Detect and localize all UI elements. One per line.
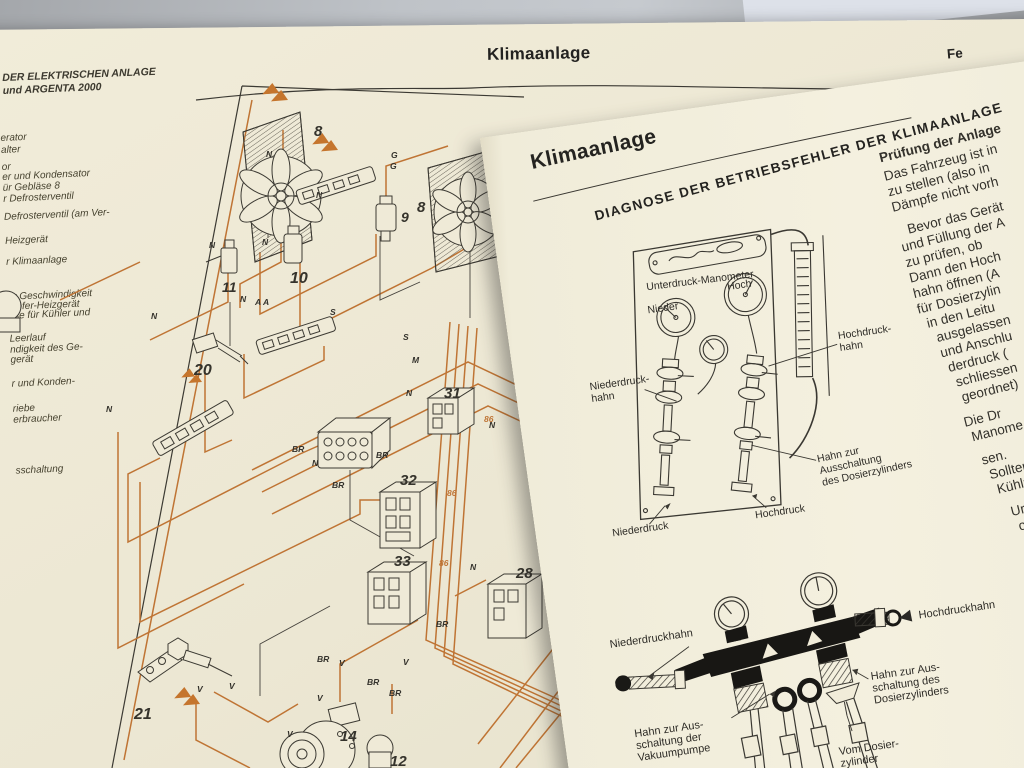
- component-number: 9: [401, 209, 409, 225]
- svg-text:S: S: [330, 307, 336, 317]
- svg-text:N: N: [151, 311, 158, 321]
- diagram-frame: [111, 85, 525, 768]
- connector-28: [486, 573, 544, 639]
- svg-text:V: V: [339, 658, 346, 668]
- svg-text:A: A: [254, 297, 261, 307]
- component-12: [366, 734, 394, 768]
- component-11: [205, 239, 238, 274]
- svg-text:BR: BR: [367, 677, 380, 687]
- component-number: 32: [400, 472, 417, 489]
- svg-text:M: M: [412, 355, 420, 365]
- svg-text:BR: BR: [376, 450, 389, 460]
- page2-paper: Klimaanlage DIAGNOSE DER BETRIEBSFEHLER …: [480, 32, 1024, 768]
- relay-31: [426, 387, 476, 435]
- svg-text:G: G: [390, 161, 397, 171]
- arrow-to-hochdruckhahn: [899, 609, 913, 622]
- svg-text:N: N: [240, 294, 247, 304]
- svg-text:V: V: [317, 693, 324, 703]
- svg-text:N: N: [406, 388, 413, 398]
- manifold-drawing: [615, 572, 913, 768]
- svg-text:V: V: [229, 681, 236, 691]
- component-number: 31: [444, 385, 461, 402]
- valve-stem-right: [730, 354, 778, 493]
- leader-lines: [647, 646, 869, 732]
- connector-strip: [152, 166, 376, 456]
- component-10: [283, 225, 303, 264]
- svg-text:N: N: [106, 404, 113, 414]
- valve-rod-right: [854, 607, 902, 628]
- manometer-panel-diagram: Unterdruck-Manometer Nieder Hoch Niederd…: [568, 185, 958, 609]
- component-14-compressor: [279, 702, 361, 768]
- svg-text:86: 86: [484, 414, 494, 424]
- component-number: 21: [133, 706, 152, 723]
- svg-text:S: S: [403, 332, 409, 342]
- relay-33: [366, 561, 428, 625]
- component-number: 12: [390, 753, 407, 768]
- svg-text:86: 86: [439, 558, 449, 568]
- svg-text:N: N: [209, 240, 216, 250]
- svg-text:N: N: [262, 237, 269, 247]
- manifold-diagram: Niederdruckhahn Hochdruckhahn Hahn zur A…: [601, 523, 1024, 768]
- component-left-edge: [0, 290, 22, 333]
- coupler-left: [733, 682, 769, 713]
- manometer-panel-drawing: [632, 228, 838, 525]
- svg-text:G: G: [391, 150, 398, 160]
- component-number: 11: [222, 279, 237, 295]
- svg-text:BR: BR: [436, 619, 449, 629]
- relay-32: [378, 481, 438, 549]
- svg-text:N: N: [470, 562, 477, 572]
- component-number: 20: [193, 362, 212, 379]
- svg-text:BR: BR: [292, 444, 305, 454]
- svg-text:V: V: [403, 657, 410, 667]
- component-number: 8: [417, 199, 426, 216]
- component-9: [375, 195, 397, 242]
- gauge-small: [699, 334, 729, 365]
- coupler-right: [818, 657, 854, 689]
- page2-rules: [533, 117, 912, 202]
- component-number: 10: [290, 270, 308, 287]
- valve-stem-left: [653, 358, 694, 497]
- ring-fitting: [797, 677, 823, 703]
- component-number: 28: [515, 565, 533, 582]
- svg-text:N: N: [316, 190, 323, 200]
- component-number: 33: [394, 553, 411, 570]
- component-number: 8: [314, 123, 323, 140]
- orange-wires: [59, 99, 626, 768]
- svg-text:V: V: [287, 729, 294, 739]
- sight-glass: [790, 241, 814, 378]
- svg-text:A: A: [262, 297, 269, 307]
- valve-rod-left: [615, 669, 686, 692]
- svg-text:N: N: [489, 420, 496, 430]
- gauge-hoch: [723, 273, 767, 317]
- svg-text:V: V: [197, 684, 204, 694]
- radiator-fan-1: [239, 111, 323, 263]
- svg-text:BR: BR: [332, 480, 345, 490]
- svg-text:N: N: [266, 149, 273, 159]
- hoses: [740, 697, 884, 768]
- svg-text:86: 86: [447, 488, 457, 498]
- component-20: [191, 332, 249, 365]
- component-number: 14: [340, 728, 357, 745]
- ring-fitting: [772, 686, 798, 712]
- connector-block-8pin: [316, 416, 392, 470]
- svg-text:N: N: [312, 458, 319, 468]
- component-21: [137, 637, 233, 683]
- wire-labels: N N N N N N N N N N N BR BR BR BR BR BR …: [106, 149, 496, 739]
- carry-handle: [642, 234, 776, 514]
- svg-text:BR: BR: [317, 654, 330, 664]
- svg-text:BR: BR: [389, 688, 402, 698]
